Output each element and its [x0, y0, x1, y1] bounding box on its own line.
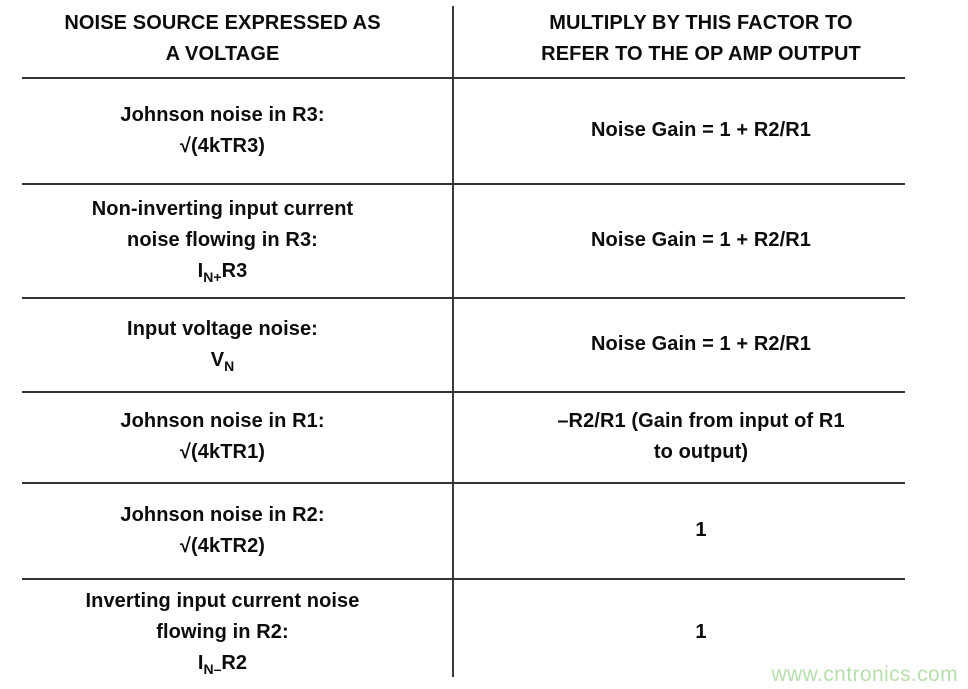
text-line: Noise Gain = 1 + R2/R1: [590, 119, 812, 141]
table-column-divider: [452, 6, 454, 677]
text-line: to output): [653, 441, 749, 463]
text-line: Non-inverting input current: [91, 198, 354, 220]
header-cell-noise-source: NOISE SOURCE EXPRESSED AS A VOLTAGE: [0, 2, 445, 76]
formula-line: IN+R3: [198, 256, 248, 287]
table-rule-1: [22, 183, 905, 185]
formula-rest: R3: [221, 260, 248, 282]
row2-noise-source-cell: Non-inverting input current noise flowin…: [0, 185, 445, 296]
text-line: –R2/R1 (Gain from input of R1: [557, 410, 845, 432]
row3-noise-source-cell: Input voltage noise: VN: [0, 299, 445, 390]
text-line: noise flowing in R3:: [127, 229, 318, 251]
table-rule-4: [22, 482, 905, 484]
table-rule-3: [22, 391, 905, 393]
formula-base: I: [197, 260, 204, 282]
text-line: Inverting input current noise: [85, 590, 360, 612]
formula-line: √(4kTR1): [179, 441, 266, 463]
row5-output-factor-cell: 1: [454, 484, 948, 577]
text-line: 1: [695, 519, 707, 541]
header-cell-output-factor: MULTIPLY BY THIS FACTOR TO REFER TO THE …: [454, 2, 948, 76]
formula-base: V: [210, 348, 225, 371]
formula-rest: R2: [221, 652, 248, 674]
formula-line: √(4kTR3): [179, 134, 266, 157]
row3-output-factor-cell: Noise Gain = 1 + R2/R1: [454, 299, 948, 390]
row6-output-factor-cell: 1: [454, 580, 948, 685]
text-line: Johnson noise in R3:: [120, 103, 325, 126]
row1-noise-source-cell: Johnson noise in R3: √(4kTR3): [0, 79, 445, 182]
text-line: Johnson noise in R2:: [120, 503, 325, 526]
text-line: flowing in R2:: [156, 621, 289, 643]
formula-subscript: N: [224, 357, 235, 374]
formula-base: I: [197, 652, 204, 674]
text-line: Input voltage noise:: [127, 317, 318, 340]
text-line: 1: [695, 621, 707, 643]
formula-line: IN–R2: [198, 648, 247, 679]
row4-noise-source-cell: Johnson noise in R1: √(4kTR1): [0, 393, 445, 481]
formula-line: VN: [211, 345, 235, 376]
table-rule-header: [22, 77, 905, 79]
header-line: REFER TO THE OP AMP OUTPUT: [541, 43, 861, 65]
watermark: www.cntronics.com: [771, 663, 958, 686]
formula-line: √(4kTR2): [179, 534, 266, 557]
header-line: A VOLTAGE: [165, 43, 280, 65]
header-line: MULTIPLY BY THIS FACTOR TO: [549, 12, 853, 34]
text-line: Noise Gain = 1 + R2/R1: [590, 229, 812, 251]
row1-output-factor-cell: Noise Gain = 1 + R2/R1: [454, 79, 948, 182]
table-rule-2: [22, 297, 905, 299]
row6-noise-source-cell: Inverting input current noise flowing in…: [0, 580, 445, 685]
row5-noise-source-cell: Johnson noise in R2: √(4kTR2): [0, 484, 445, 577]
text-line: Johnson noise in R1:: [120, 410, 325, 432]
header-line: NOISE SOURCE EXPRESSED AS: [64, 12, 381, 34]
formula-subscript: N+: [203, 269, 222, 285]
text-line: Noise Gain = 1 + R2/R1: [590, 333, 812, 355]
row4-output-factor-cell: –R2/R1 (Gain from input of R1 to output): [454, 393, 948, 481]
table-rule-5: [22, 578, 905, 580]
row2-output-factor-cell: Noise Gain = 1 + R2/R1: [454, 185, 948, 296]
formula-subscript: N–: [203, 661, 222, 677]
